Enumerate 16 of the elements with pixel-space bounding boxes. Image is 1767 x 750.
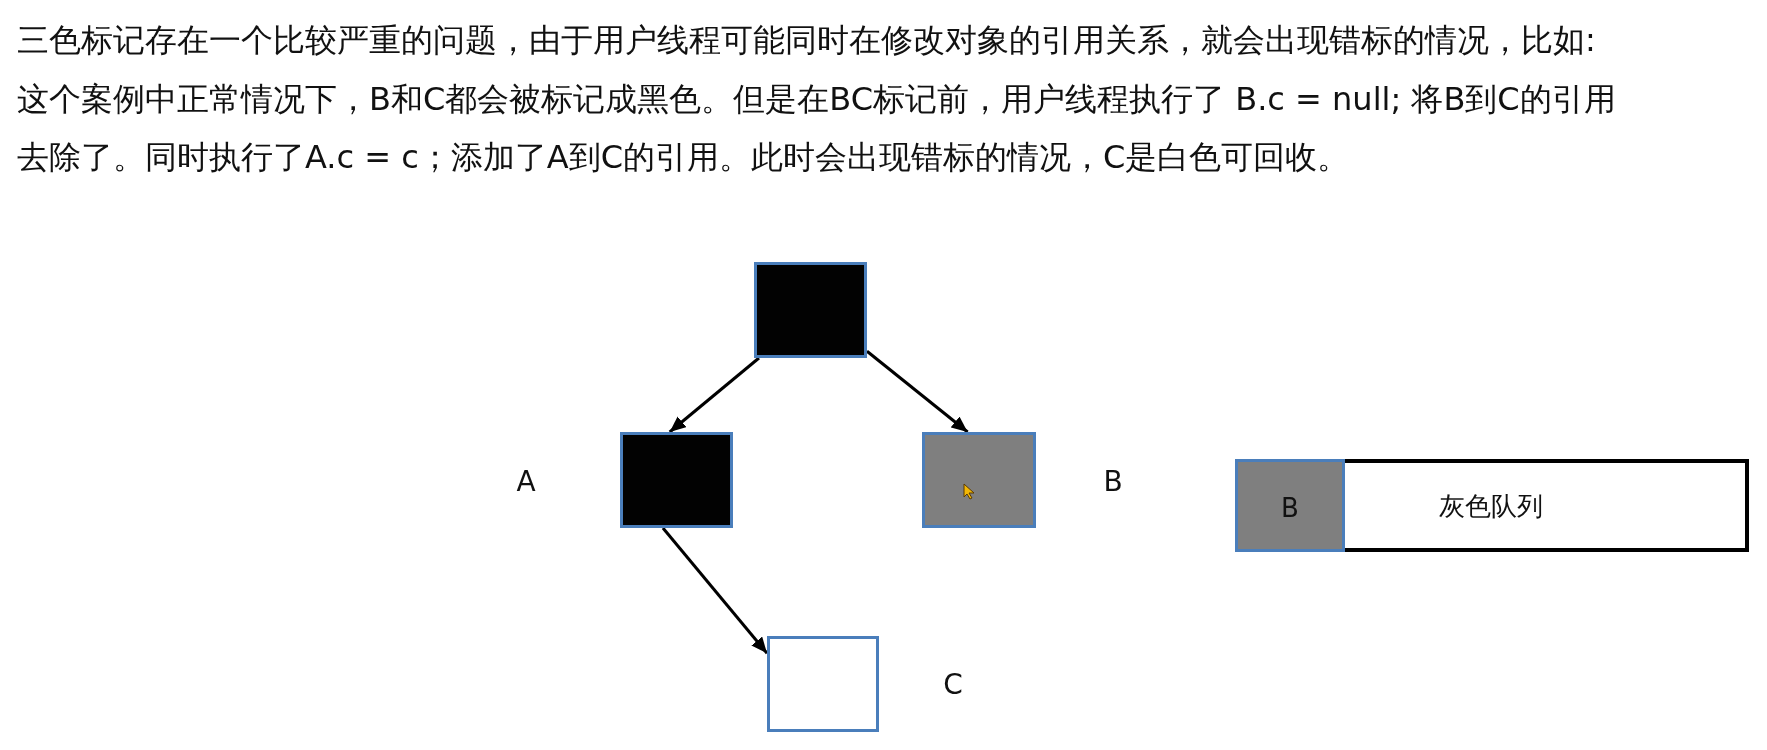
- object-label: A: [516, 465, 536, 499]
- object-label: C: [943, 668, 963, 702]
- object-box: [620, 432, 733, 528]
- paragraph: 这个案例中正常情况下，B和C都会被标记成黑色。但是在BC标记前，用户线程执行了 B.c = null; 将B到C的引用去除了。同时执行了A.c = c；添加了A到C的引用。此时会出现错标的情况，C是白色可回收。: [17, 79, 1617, 178]
- object-box: [754, 262, 867, 358]
- arrow: [668, 356, 760, 434]
- arrow: [661, 527, 769, 655]
- object-box: [767, 636, 879, 732]
- object-box: [922, 432, 1036, 528]
- arrow: [866, 350, 969, 434]
- object-label: B: [1103, 465, 1123, 499]
- item-label: B: [1281, 492, 1299, 524]
- queue-box: [1235, 459, 1749, 552]
- queue-label: 灰色队列: [1439, 490, 1543, 522]
- queue-item: [1235, 459, 1345, 552]
- paragraph: 三色标记存在一个比较严重的问题，由于用户线程可能同时在修改对象的引用关系，就会出现错标的情况，比如:: [17, 20, 1597, 61]
